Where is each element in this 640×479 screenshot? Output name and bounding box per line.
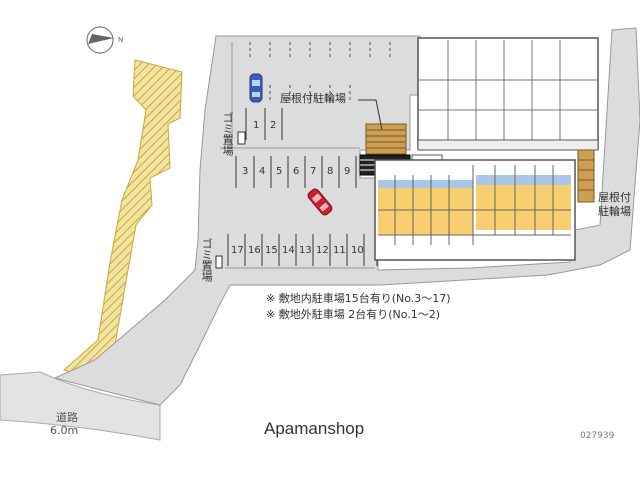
parking-spot-4: 4 <box>259 166 266 177</box>
parking-spot-13: 13 <box>299 245 312 256</box>
parking-spot-16: 16 <box>248 245 261 256</box>
garbage-area-label-2: ゴミ置場 <box>200 238 214 282</box>
parking-spot-2: 2 <box>270 120 277 131</box>
parking-spot-8: 8 <box>327 166 334 177</box>
parking-spot-3: 3 <box>242 166 249 177</box>
brand-logo-text: Apamanshop <box>264 419 365 438</box>
blue-car-marker <box>249 73 263 103</box>
parking-spot-1: 1 <box>253 120 260 131</box>
garbage-area-label-1: ゴミ置場 <box>221 112 235 156</box>
parking-spot-7: 7 <box>310 166 317 177</box>
parking-spot-6: 6 <box>293 166 300 177</box>
stairs-upper <box>365 123 407 155</box>
property-code: 027939 <box>580 431 615 441</box>
roof-bicycle-parking-right-label-2: 駐輪場 <box>598 205 631 218</box>
parking-spot-12: 12 <box>316 245 329 256</box>
parking-spot-5: 5 <box>276 166 283 177</box>
parking-note-offsite: ※ 敷地外駐車場 2台有り(No.1〜2) <box>266 308 441 321</box>
parking-note-onsite: ※ 敷地内駐車場15台有り(No.3〜17) <box>266 292 451 305</box>
road-width-label: 6.0m <box>50 424 79 437</box>
roof-bicycle-parking-label: 屋根付駐輪場 <box>280 92 346 105</box>
parking-spot-9: 9 <box>344 166 351 177</box>
road-label: 道路 <box>56 411 78 424</box>
unit-highlights <box>378 175 571 235</box>
parking-spot-17: 17 <box>231 245 244 256</box>
parking-spot-14: 14 <box>282 245 295 256</box>
road-area <box>0 371 161 441</box>
parking-spot-10: 10 <box>351 245 364 256</box>
garbage-box-2 <box>215 255 223 269</box>
upper-building <box>417 37 599 149</box>
stairs-right <box>577 149 595 203</box>
parking-spot-15: 15 <box>265 245 278 256</box>
roof-bicycle-parking-right-label-1: 屋根付 <box>598 191 631 204</box>
svg-text:N: N <box>118 36 123 44</box>
parking-spot-11: 11 <box>333 245 346 256</box>
compass-icon: N <box>86 26 123 54</box>
red-car-marker <box>307 188 333 216</box>
garbage-box-1 <box>237 131 246 145</box>
